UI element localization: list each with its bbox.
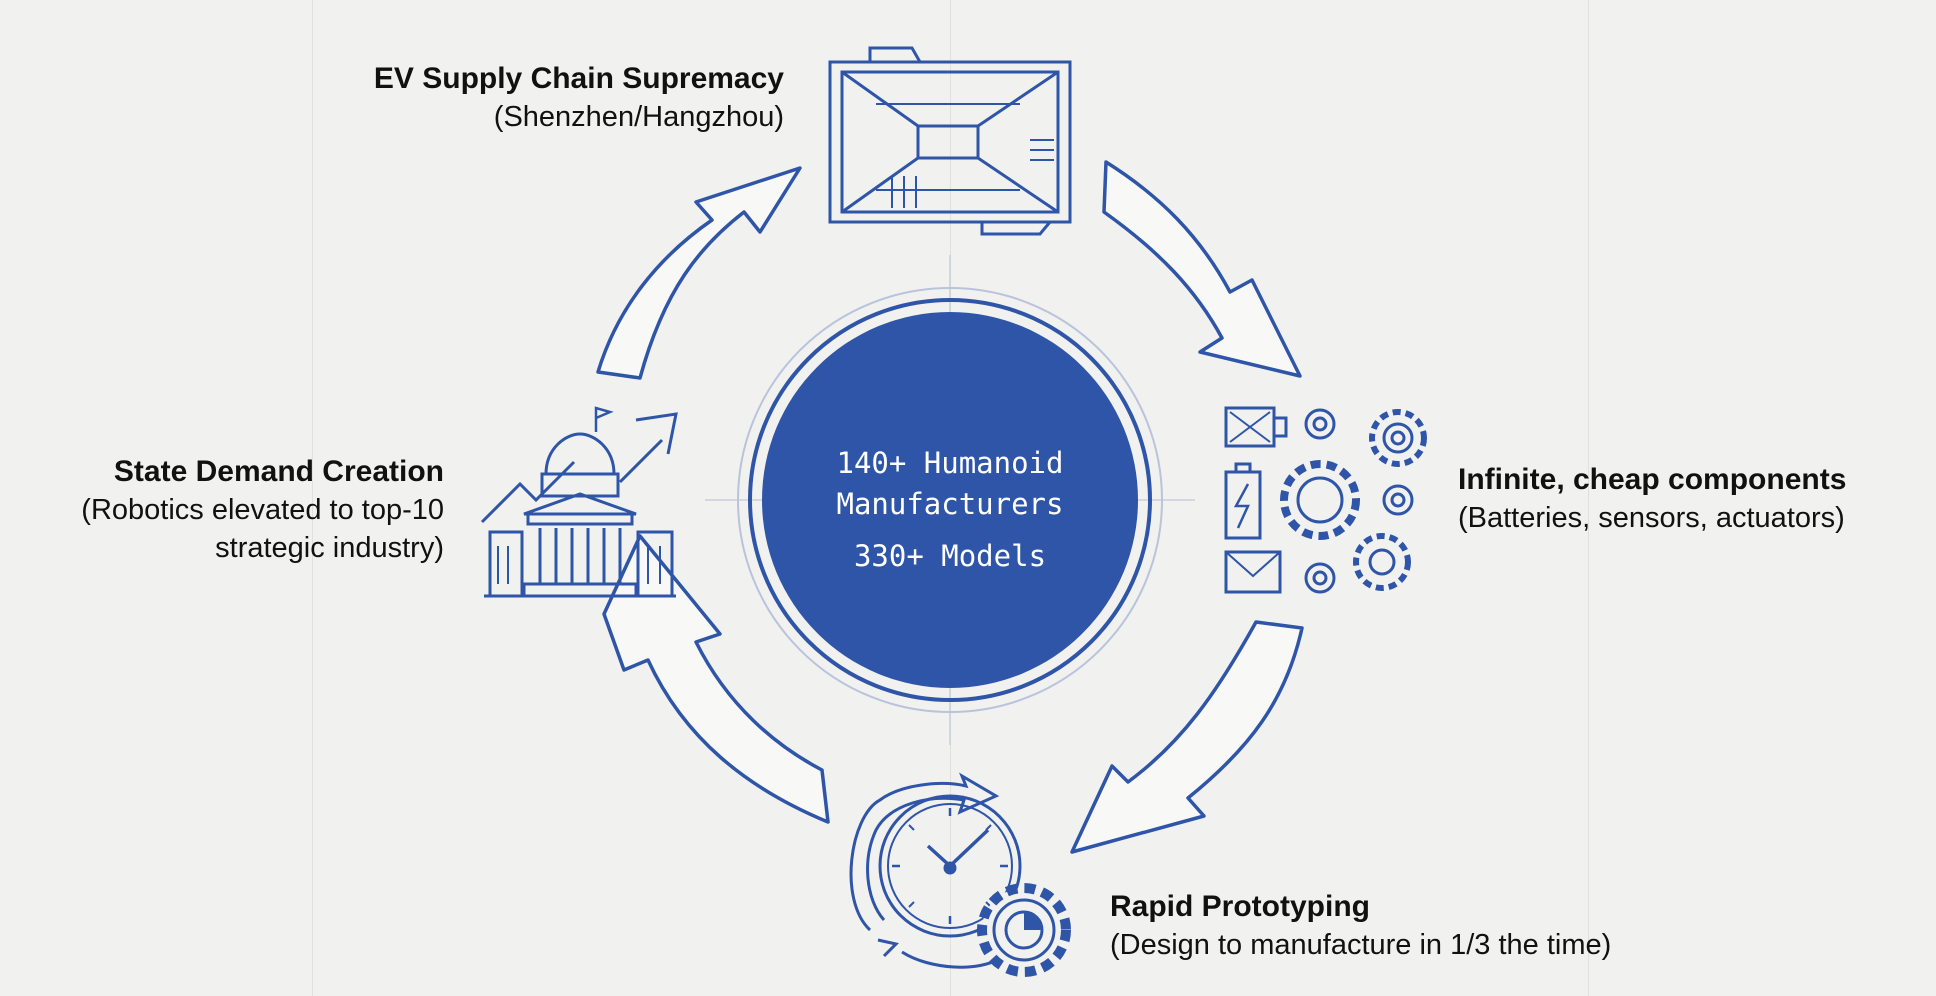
center-circle (762, 312, 1138, 688)
node-title: State Demand Creation (113, 455, 444, 488)
node-components: Infinite, cheap components (Batteries, s… (1458, 461, 1846, 537)
node-prototyping: Rapid Prototyping (Design to manufacture… (1110, 888, 1611, 964)
outer-ring (737, 287, 1163, 713)
node-title: EV Supply Chain Supremacy (373, 62, 784, 95)
center-line-manufacturers-label: Manufacturers (836, 487, 1064, 521)
components-gears-icon (1224, 406, 1427, 594)
node-state-demand: State Demand Creation (Robotics elevated… (81, 453, 444, 567)
grid-line (312, 0, 313, 996)
grid-line (1588, 0, 1589, 996)
arrow-bottom-right (1070, 620, 1304, 854)
arrow-top-right (1102, 160, 1302, 378)
node-subtitle: (Design to manufacture in 1/3 the time) (1110, 929, 1612, 961)
node-title: Infinite, cheap components (1458, 463, 1847, 496)
node-subtitle-line1: (Robotics elevated to top-10 (81, 494, 444, 526)
node-ev-supply: EV Supply Chain Supremacy (Shenzhen/Hang… (374, 60, 784, 136)
factory-blueprint-icon (828, 46, 1072, 236)
node-title: Rapid Prototyping (1110, 890, 1370, 923)
middle-ring (748, 298, 1152, 702)
arrow-top-left (596, 166, 802, 380)
node-subtitle: (Batteries, sensors, actuators) (1458, 502, 1845, 534)
node-subtitle-line2: strategic industry) (215, 532, 444, 564)
arrow-bottom-left (602, 534, 830, 824)
capitol-growth-icon (480, 406, 678, 598)
node-subtitle: (Shenzhen/Hangzhou) (493, 101, 784, 133)
center-line-models-count: 330+ Models (853, 539, 1047, 573)
clock-gear-icon (849, 772, 1071, 977)
center-line-manufacturers-count: 140+ Humanoid (836, 446, 1064, 480)
